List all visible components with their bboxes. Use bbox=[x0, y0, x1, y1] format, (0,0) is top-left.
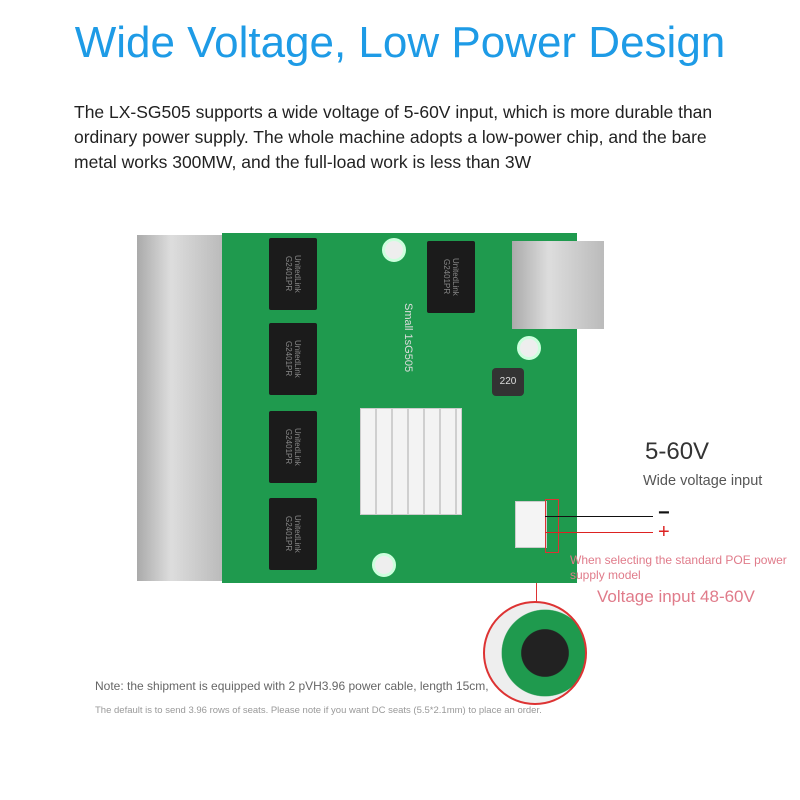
plus-line bbox=[545, 532, 653, 533]
uplink-port bbox=[512, 241, 604, 329]
dc-jack-closeup bbox=[483, 601, 587, 705]
mount-hole bbox=[382, 238, 406, 262]
description: The LX-SG505 supports a wide voltage of … bbox=[74, 102, 713, 172]
chip: UnitedLink G2401PR bbox=[427, 241, 475, 313]
inductor: 220 bbox=[492, 368, 524, 396]
chip-label: UnitedLink G2401PR bbox=[284, 515, 302, 553]
mount-hole bbox=[517, 336, 541, 360]
chip-label: UnitedLink G2401PR bbox=[284, 255, 302, 293]
chip-label: UnitedLink G2401PR bbox=[284, 340, 302, 378]
chip: UnitedLink G2401PR bbox=[269, 411, 317, 483]
callout-line bbox=[536, 583, 537, 605]
model-silkscreen: Small 1sG505 bbox=[402, 303, 414, 373]
rj45-port-block bbox=[137, 235, 222, 581]
chip: UnitedLink G2401PR bbox=[269, 323, 317, 395]
minus-label: − bbox=[658, 502, 670, 524]
poe-voltage: Voltage input 48-60V bbox=[597, 587, 755, 606]
poe-note: When selecting the standard POE power su… bbox=[570, 553, 787, 582]
mount-hole bbox=[372, 553, 396, 577]
plus-label: + bbox=[658, 521, 670, 543]
voltage-range: 5-60V bbox=[645, 438, 710, 465]
power-connector bbox=[515, 501, 547, 548]
shipment-note: Note: the shipment is equipped with 2 pV… bbox=[95, 679, 489, 693]
connector-highlight bbox=[545, 499, 559, 553]
chip-label: UnitedLink G2401PR bbox=[284, 428, 302, 466]
chip: UnitedLink G2401PR bbox=[269, 498, 317, 570]
chip-label: UnitedLink G2401PR bbox=[442, 258, 460, 296]
chip: UnitedLink G2401PR bbox=[269, 238, 317, 310]
pcb-board-image: UnitedLink G2401PR UnitedLink G2401PR Un… bbox=[137, 233, 604, 583]
voltage-caption: Wide voltage input bbox=[643, 473, 763, 489]
default-seat-note: The default is to send 3.96 rows of seat… bbox=[95, 705, 542, 716]
minus-line bbox=[545, 516, 653, 517]
page-title: Wide Voltage, Low Power Design bbox=[74, 18, 726, 67]
heatsink bbox=[360, 408, 462, 515]
